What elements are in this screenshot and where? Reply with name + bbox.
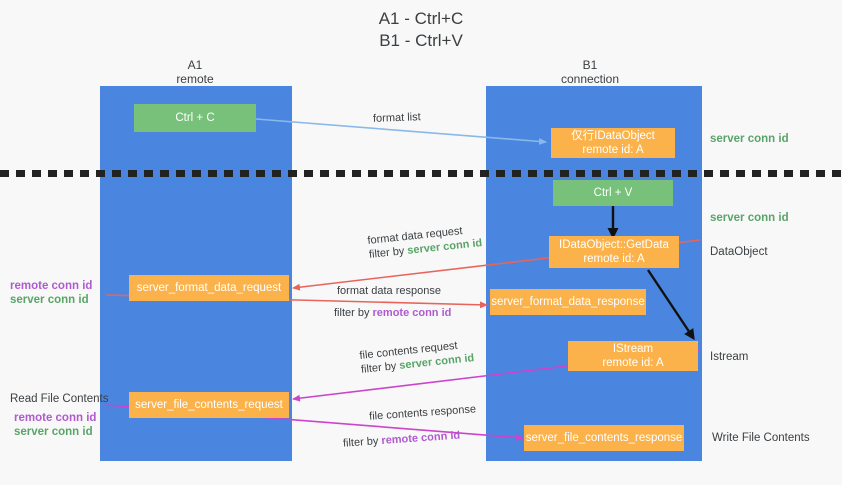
caption-format-list-text: format list	[372, 111, 421, 125]
caption-format-data-request: format data request filter by server con…	[367, 222, 483, 262]
label-read-file-contents: Read File Contents	[10, 393, 109, 405]
caption-file-contents-response-filter-prefix: filter by	[342, 435, 382, 450]
node-server-format-data-response[interactable]: server_format_data_response	[490, 289, 646, 315]
node-idataobject-create-line1: 仅行IDataObject	[571, 130, 655, 142]
caption-format-data-response-filter-prefix: filter by	[334, 307, 373, 319]
node-server-format-data-request-label: server_format_data_request	[136, 282, 282, 294]
label-server-conn-id-top: server conn id	[710, 133, 789, 145]
caption-file-contents-request-filter-prefix: filter by	[360, 359, 400, 376]
label-server-conn-id-1: server conn id	[10, 294, 89, 306]
phase-divider-dashed-line	[0, 170, 842, 177]
node-istream-line2: remote id: A	[602, 357, 664, 369]
title-line-1: A1 - Ctrl+C	[378, 9, 464, 28]
node-istream[interactable]: IStream remote id: A	[568, 341, 698, 371]
node-ctrl-v-label: Ctrl + V	[593, 187, 633, 199]
node-idataobject-create[interactable]: 仅行IDataObject remote id: A	[551, 128, 675, 158]
node-idataobject-getdata-line1: IDataObject::GetData	[559, 239, 669, 251]
node-server-file-contents-request[interactable]: server_file_contents_request	[129, 392, 289, 418]
label-remote-conn-id-2: remote conn id	[14, 412, 97, 424]
label-dataobject: DataObject	[710, 246, 768, 258]
label-group-conn-ids-bottom: remote conn id server conn id	[14, 411, 96, 439]
lane-b1-name: B1	[582, 58, 598, 72]
label-istream: Istream	[710, 351, 749, 363]
caption-file-contents-response: file contents response filter by remote …	[341, 402, 478, 450]
label-group-conn-ids-top: remote conn id server conn id	[10, 279, 92, 307]
node-server-format-data-response-label: server_format_data_response	[491, 296, 645, 308]
node-server-file-contents-response[interactable]: server_file_contents_response	[524, 425, 684, 451]
lane-header-a1: A1 remote	[110, 58, 280, 86]
label-server-conn-id-mid: server conn id	[710, 212, 789, 224]
caption-format-list: format list	[373, 110, 421, 126]
label-server-conn-id-2: server conn id	[14, 426, 93, 438]
node-idataobject-getdata[interactable]: IDataObject::GetData remote id: A	[549, 236, 679, 268]
caption-format-data-response-text: format data response	[337, 285, 441, 297]
caption-file-contents-response-filter-value: remote conn id	[381, 429, 461, 447]
caption-format-data-request-filter-prefix: filter by	[368, 244, 408, 261]
lane-a1-sub: remote	[176, 72, 214, 86]
caption-format-data-response-filter-value: remote conn id	[372, 307, 452, 319]
lane-header-b1: B1 connection	[500, 58, 680, 86]
node-server-file-contents-response-label: server_file_contents_response	[525, 432, 683, 444]
node-ctrl-v[interactable]: Ctrl + V	[553, 180, 673, 206]
caption-file-contents-response-text: file contents response	[368, 403, 477, 423]
node-server-file-contents-request-label: server_file_contents_request	[135, 399, 283, 411]
diagram-title: A1 - Ctrl+C B1 - Ctrl+V	[0, 8, 842, 52]
node-idataobject-getdata-line2: remote id: A	[583, 253, 645, 265]
lane-b1-sub: connection	[560, 72, 620, 86]
label-write-file-contents: Write File Contents	[712, 432, 810, 444]
node-ctrl-c[interactable]: Ctrl + C	[134, 104, 256, 132]
node-idataobject-create-line2: remote id: A	[582, 144, 644, 156]
node-istream-line1: IStream	[612, 343, 654, 355]
lane-a1-name: A1	[187, 58, 203, 72]
node-server-format-data-request[interactable]: server_format_data_request	[129, 275, 289, 301]
caption-file-contents-request: file contents request filter by server c…	[359, 337, 475, 377]
node-ctrl-c-label: Ctrl + C	[175, 112, 215, 124]
title-line-2: B1 - Ctrl+V	[379, 31, 463, 50]
label-remote-conn-id-1: remote conn id	[10, 280, 93, 292]
caption-format-data-response: format data response filter by remote co…	[334, 284, 452, 320]
